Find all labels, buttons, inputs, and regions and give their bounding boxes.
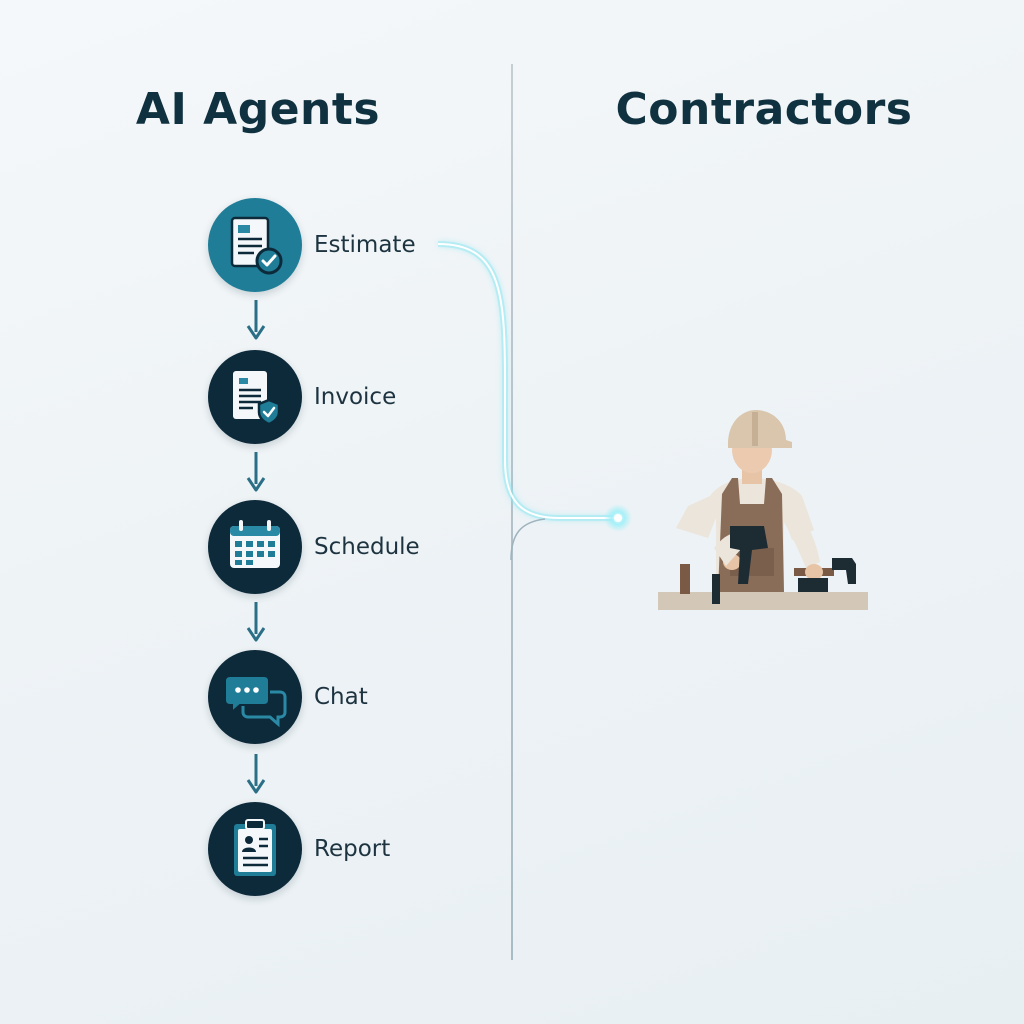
chat-bubbles-icon xyxy=(224,675,287,728)
step-label: Invoice xyxy=(314,384,397,410)
drill-icon xyxy=(730,526,768,584)
step-label: Estimate xyxy=(314,232,416,258)
invoice-shield-icon xyxy=(233,371,281,426)
ai-agents-title: AI Agents xyxy=(135,84,381,135)
hard-hat-icon xyxy=(728,410,792,448)
step-label: Report xyxy=(314,836,391,862)
column-divider xyxy=(511,64,513,960)
contractors-title: Contractors xyxy=(615,84,913,135)
arrow-down-icon xyxy=(246,754,266,794)
schedule-badge xyxy=(208,500,302,594)
step-report[interactable]: Report xyxy=(208,802,468,898)
calendar-icon xyxy=(230,520,280,568)
arrow-down-icon xyxy=(246,602,266,642)
step-invoice[interactable]: Invoice xyxy=(208,350,468,446)
contractor-with-hammer-illustration xyxy=(658,410,868,610)
arrow-down-icon xyxy=(246,452,266,492)
estimate-badge xyxy=(208,198,302,292)
wood-block-icon xyxy=(680,564,690,594)
workbench xyxy=(658,592,868,610)
report-badge xyxy=(208,802,302,896)
hammer-icon xyxy=(832,558,856,584)
arrow-down-icon xyxy=(246,300,266,340)
step-estimate[interactable]: Estimate xyxy=(208,198,468,294)
report-clipboard-icon xyxy=(234,819,276,876)
chat-badge xyxy=(208,650,302,744)
invoice-badge xyxy=(208,350,302,444)
step-chat[interactable]: Chat xyxy=(208,650,468,746)
document-check-icon xyxy=(230,216,283,275)
step-label: Chat xyxy=(314,684,368,710)
step-schedule[interactable]: Schedule xyxy=(208,500,468,596)
step-label: Schedule xyxy=(314,534,420,560)
